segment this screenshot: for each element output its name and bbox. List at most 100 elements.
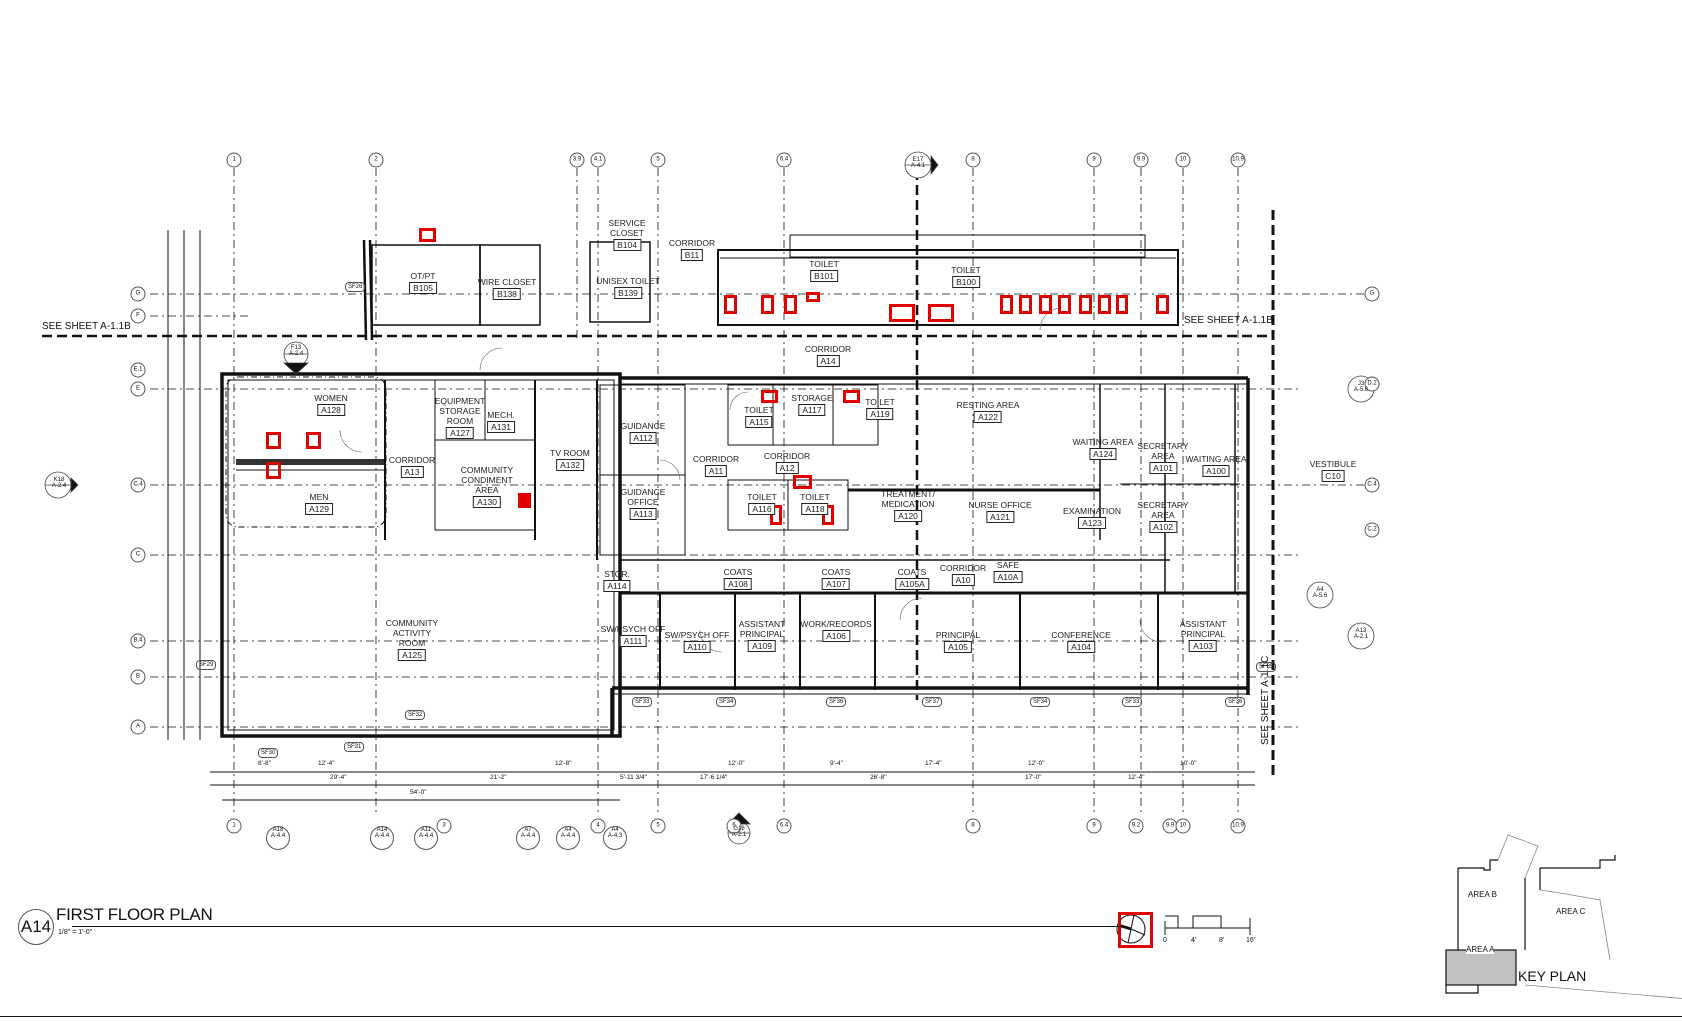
fixture-highlight[interactable] [1079,295,1092,314]
fixture-highlight[interactable] [724,295,737,314]
dimension: 9'-4" [830,760,843,767]
grid-row-label: C [130,547,146,563]
grid-row-label: E.1 [130,362,146,378]
storefront-tag: SF33 [1122,697,1143,707]
fixture-highlight[interactable] [793,475,812,489]
grid-column-label: 1 [226,818,242,834]
grid-column-label: 9 [1086,152,1102,168]
drawing-title: FIRST FLOOR PLAN [56,905,213,924]
fixture-highlight[interactable] [419,228,436,242]
dimension: 12'-0" [1028,760,1045,767]
grid-row-label: B [130,669,146,685]
fixture-highlight[interactable] [889,304,915,322]
grid-column-label: 2 [368,152,384,168]
room-label: STOR.A114 [603,569,631,592]
fixture-highlight[interactable] [928,304,954,322]
fixture-highlight[interactable] [518,493,531,508]
fixture-highlight[interactable] [843,390,860,403]
dimension: 17'-6 1/4" [700,774,728,781]
dimension: 17'-0" [1025,774,1042,781]
scale-label: 8' [1219,937,1225,944]
grid-column-label: 9 [1086,818,1102,834]
fixture-highlight[interactable] [306,432,321,449]
scale-label: 16' [1246,937,1256,944]
grid-row-label: F [130,308,146,324]
fixture-highlight[interactable] [1019,295,1032,314]
grid-column-label: 5 [650,818,666,834]
grid-column-label: 6.4 [776,818,792,834]
fixture-highlight[interactable] [761,390,778,403]
storefront-tag: SF37 [922,697,943,707]
storefront-tag: SF32 [405,710,426,720]
fixture-highlight[interactable] [266,432,281,449]
grid-column-label: 8 [965,152,981,168]
storefront-tag: SF33 [632,697,653,707]
key-plan-area-a[interactable]: AREA A [1466,945,1495,954]
fixture-highlight[interactable] [761,295,774,314]
storefront-tag: SF26 [345,282,366,292]
grid-column-label: 4 [590,818,606,834]
fixture-highlight[interactable] [770,505,782,525]
fixture-highlight[interactable] [1058,295,1071,314]
dimension: 8'-8" [258,760,271,767]
grid-column-label: 9.2 [1128,818,1144,834]
key-plan-area-c[interactable]: AREA C [1556,907,1586,916]
grid-row-label: G [1364,286,1380,302]
grid-row-label: D.2 [1364,376,1380,392]
grid-column-label: 6 [726,818,742,834]
fixture-highlight[interactable] [784,295,797,314]
grid-column-label: 6.4 [776,152,792,168]
see-sheet-right[interactable]: SEE SHEET A-1.1B [1184,315,1273,326]
north-arrow-highlight[interactable] [1118,912,1153,948]
fixture-highlight[interactable] [1116,295,1128,314]
dimension: 17'-4" [925,760,942,767]
key-plan-area-b[interactable]: AREA B [1468,890,1497,899]
scale-label: 0 [1163,937,1167,944]
grid-row-label: C.4 [130,477,146,493]
fixture-highlight[interactable] [806,292,820,302]
storefront-tag: SF34 [716,697,737,707]
fixture-highlight[interactable] [1098,295,1111,314]
fixture-highlight[interactable] [1039,295,1052,314]
fixture-highlight[interactable] [266,462,281,479]
room-label: MECH.A131 [487,410,515,433]
key-plan-title: KEY PLAN [1518,968,1587,984]
see-sheet-left[interactable]: SEE SHEET A-1.1B [42,321,131,332]
fixture-highlight[interactable] [1156,295,1169,314]
fixture-highlight[interactable] [1000,295,1013,314]
